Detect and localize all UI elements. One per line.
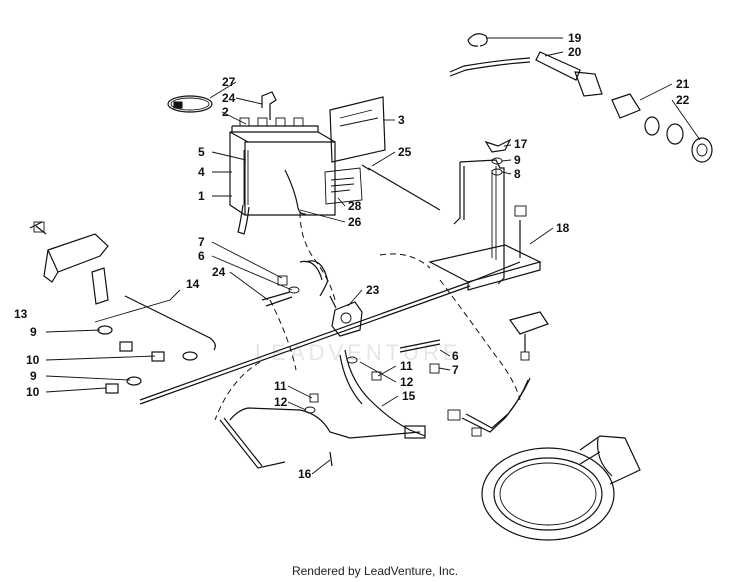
callout-7-upper: 7 [198, 235, 205, 249]
callout-12-right: 12 [400, 375, 414, 389]
harness-tail [469, 261, 521, 283]
harness-main-upper [139, 281, 471, 401]
callout-8: 8 [514, 167, 521, 181]
cable-25 [367, 167, 441, 211]
callout-16: 16 [298, 467, 312, 481]
shield-plate [329, 96, 386, 163]
callout-3: 3 [398, 113, 405, 127]
harness-loop [229, 407, 421, 439]
harness-branch [219, 419, 286, 469]
callout-4: 4 [198, 165, 205, 179]
footer-credit: Rendered by LeadVenture, Inc. [291, 564, 459, 578]
dashed-route-4 [269, 299, 297, 371]
recoil-assembly [481, 435, 641, 541]
callout-26: 26 [348, 215, 362, 229]
callout-7-lower: 7 [452, 363, 459, 377]
callout-6-lower: 6 [452, 349, 459, 363]
callout-25: 25 [398, 145, 412, 159]
callout-13: 13 [14, 307, 28, 321]
cable-6 [399, 343, 441, 353]
cable-25-terminal [361, 164, 371, 171]
battery-bracket [428, 159, 542, 291]
callout-22: 22 [676, 93, 690, 107]
callout-10-lower: 10 [26, 385, 40, 399]
callout-11-right: 11 [400, 359, 413, 373]
nut-7 [277, 275, 288, 286]
callout-1: 1 [198, 189, 205, 203]
cable-lower-right [461, 379, 529, 433]
pin-16 [329, 451, 333, 467]
battery-decal [324, 167, 363, 205]
hidden-cable-26 [299, 211, 336, 301]
dashed-route-2 [439, 279, 521, 401]
callout-labels: 1 2 3 4 5 6 7 8 9 9 9 10 10 11 11 12 12 … [14, 31, 690, 481]
callout-24-lower: 24 [212, 265, 226, 279]
leader-14 [94, 289, 181, 323]
callout-6-upper: 6 [198, 249, 205, 263]
switch-bracket [29, 221, 109, 305]
callout-14: 14 [186, 277, 200, 291]
callout-17: 17 [514, 137, 528, 151]
callout-24-upper: 24 [222, 91, 236, 105]
key-switch-assembly [449, 33, 713, 163]
callout-20: 20 [568, 45, 582, 59]
callout-11-left: 11 [274, 379, 287, 393]
lower-bracket [509, 311, 549, 361]
callout-23: 23 [366, 283, 380, 297]
vent-cap [261, 91, 277, 120]
fastener-stack [97, 325, 198, 394]
callout-15: 15 [402, 389, 416, 403]
starter-solenoid [299, 260, 363, 337]
linkage-rod-14 [124, 295, 216, 351]
dashed-route-3 [379, 253, 431, 269]
callout-10-mid: 10 [26, 353, 40, 367]
battery-cable-26 [284, 169, 307, 215]
callout-2: 2 [222, 105, 229, 119]
dashed-route-1 [214, 361, 261, 421]
callout-19: 19 [568, 31, 582, 45]
callout-9-upper: 9 [514, 153, 521, 167]
callout-27: 27 [222, 75, 236, 89]
battery-strap [167, 95, 213, 113]
leader-lines [45, 37, 701, 475]
callout-18: 18 [556, 221, 570, 235]
harness-main-lower [139, 285, 471, 405]
callout-28: 28 [348, 199, 362, 213]
callout-12-left: 12 [274, 395, 288, 409]
connector-15 [404, 425, 426, 439]
battery [229, 117, 336, 235]
harness-15 [344, 349, 426, 437]
watermark-text: LEADVENTURE [255, 340, 462, 365]
callout-9-mid: 9 [30, 325, 37, 339]
callout-9-lower: 9 [30, 369, 37, 383]
callout-21: 21 [676, 77, 690, 91]
callout-5: 5 [198, 145, 205, 159]
